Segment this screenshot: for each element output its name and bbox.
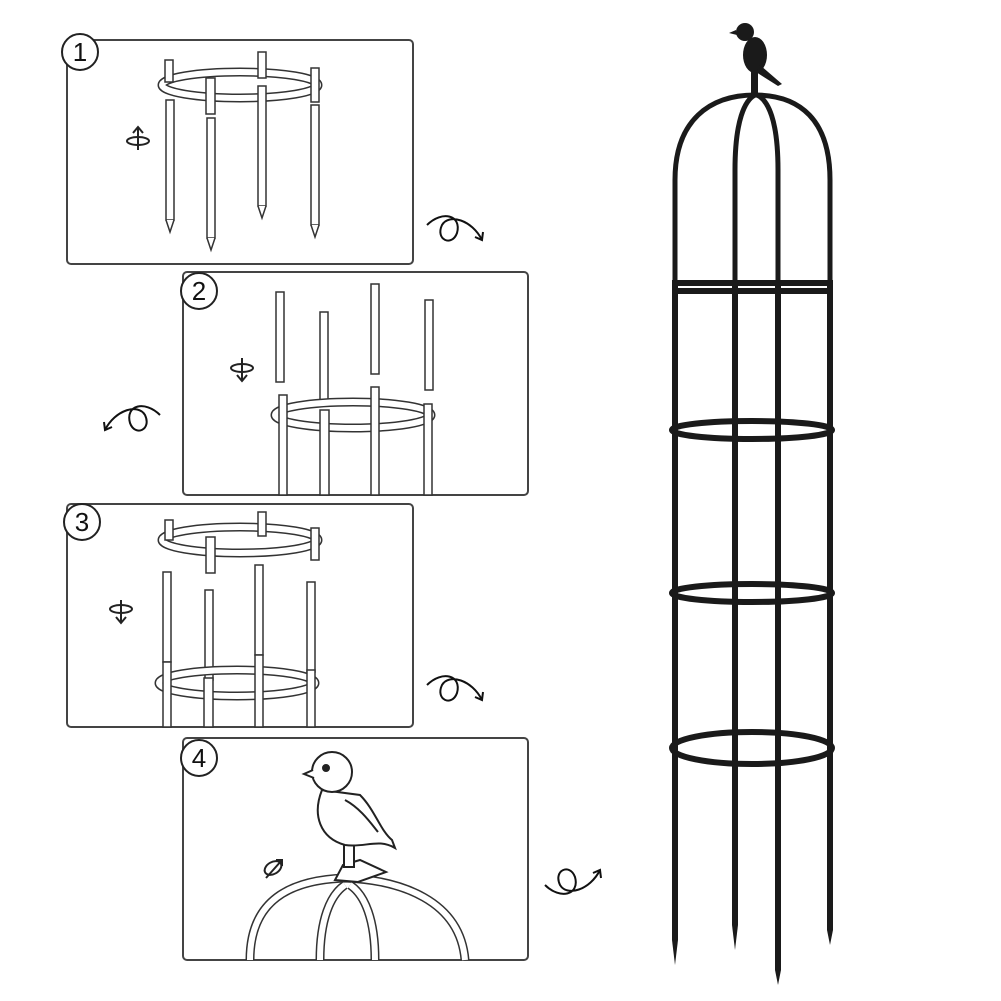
step-number: 2 [192, 276, 206, 306]
next-step-arrow-icon [426, 215, 484, 242]
step-4-panel: 4 [180, 737, 529, 961]
rotate-down-icon [230, 358, 254, 383]
rotate-up-icon [126, 125, 150, 150]
top-sockets [164, 511, 320, 574]
next-step-arrow-icon [103, 405, 161, 432]
stake-tips [672, 925, 833, 985]
step-number-badge [63, 503, 101, 541]
rings [669, 280, 835, 767]
step-3-panel: 3 [63, 503, 414, 728]
assembled-obelisk-trellis [669, 23, 835, 985]
connector-sockets [164, 51, 320, 115]
next-step-arrow-icon [426, 675, 484, 702]
rotate-down-icon [109, 600, 133, 625]
step-number-badge [180, 272, 218, 310]
step-number: 1 [73, 37, 87, 67]
stakes-below [278, 386, 433, 496]
next-step-arrow-icon [544, 868, 602, 895]
step-number: 3 [75, 507, 89, 537]
vertical-poles [672, 285, 833, 970]
bird-finial [301, 751, 397, 884]
rotate-icon [263, 859, 283, 879]
step-number-badge [61, 33, 99, 71]
arches [672, 92, 833, 285]
step-2-panel: 2 [180, 271, 529, 496]
bottom-stakes [162, 654, 316, 728]
step-number-badge [180, 739, 218, 777]
step-number: 4 [192, 743, 206, 773]
bird-finial [729, 23, 782, 96]
step-1-panel: 1 [61, 33, 414, 265]
